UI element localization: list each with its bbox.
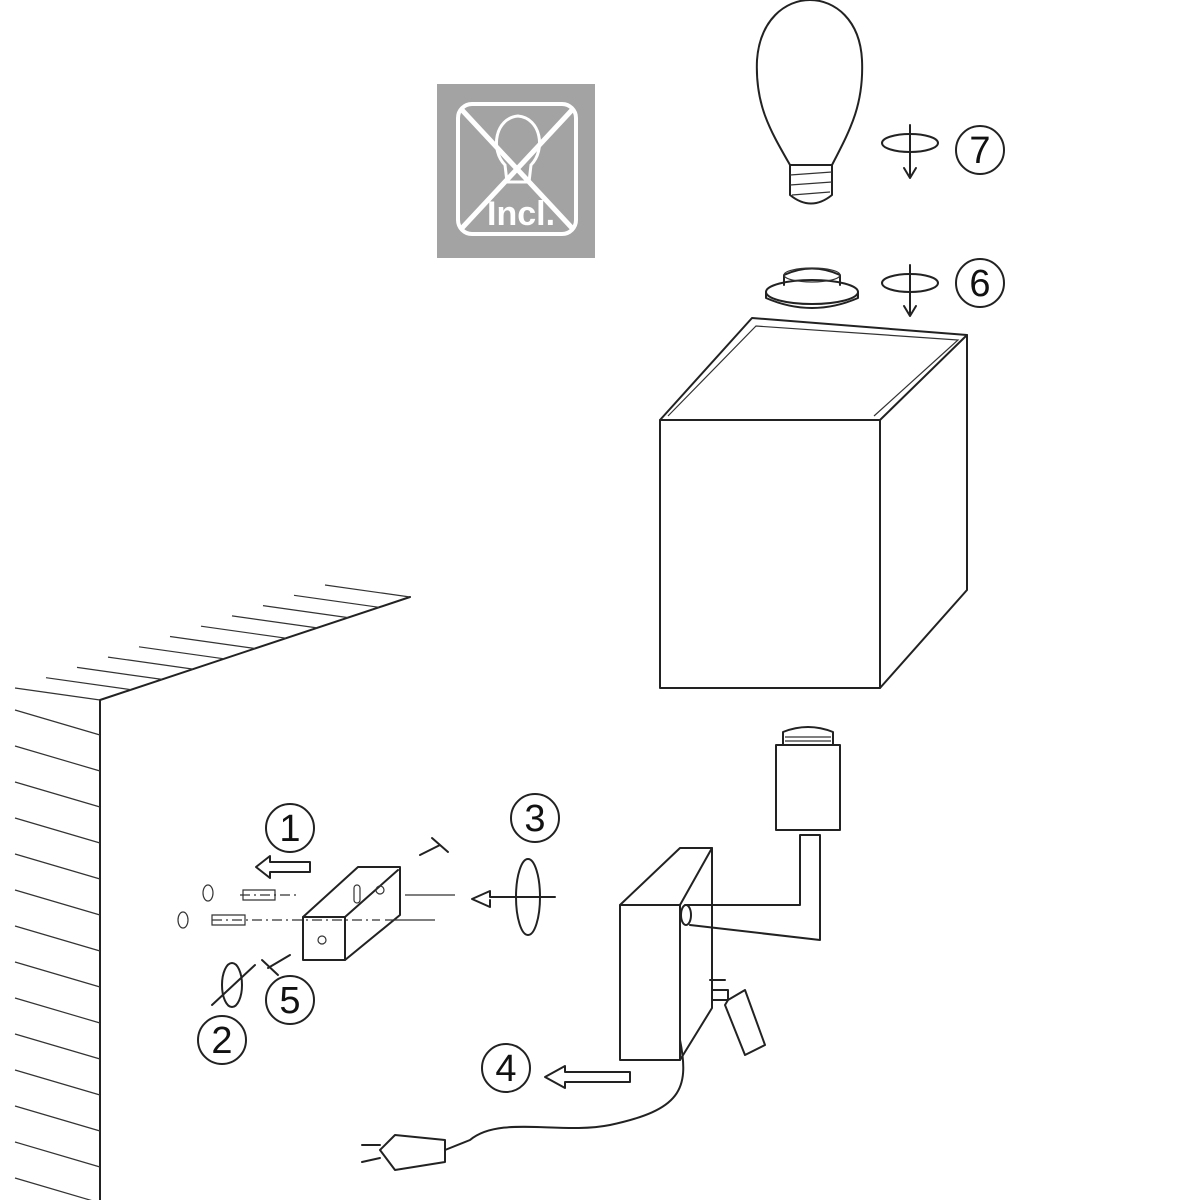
wall-bracket	[177, 837, 455, 976]
wall-hatch-line	[45, 677, 132, 691]
step-label: 2	[211, 1020, 232, 1062]
power-cable-plug	[361, 1039, 685, 1171]
step-label: 4	[495, 1048, 516, 1090]
arrow-left-icon	[544, 1065, 631, 1089]
incl-label: Incl.	[487, 195, 555, 233]
wall-hatch-line	[231, 615, 318, 629]
step-number-2: 2	[197, 1015, 247, 1065]
step-circle	[510, 793, 560, 843]
step-circle	[197, 1015, 247, 1065]
wall-hatch-line	[14, 1105, 101, 1132]
step-label: 5	[279, 980, 300, 1022]
rotate-down-icon	[881, 124, 939, 179]
wall-hatch-line	[76, 666, 163, 680]
step-label: 1	[279, 808, 300, 850]
wall-hatch-line	[14, 889, 101, 916]
wall-hatch-line	[200, 625, 287, 639]
step-circle	[265, 803, 315, 853]
light-bulb	[755, 0, 864, 205]
rotate-arrow-icon	[471, 858, 556, 936]
wall-hatch-line	[169, 635, 256, 650]
step-circle	[265, 975, 315, 1025]
wall-hatch-line	[14, 781, 101, 808]
wall-hatch-line	[138, 646, 225, 660]
wall-hatch-line	[14, 745, 101, 772]
wall-hatch-line	[293, 594, 380, 608]
ring-nut	[765, 267, 859, 309]
wall-hatch-line	[14, 1141, 101, 1168]
step-number-4: 4	[481, 1043, 531, 1093]
wall-hatch-line	[14, 997, 101, 1024]
wall-hatch-line	[262, 605, 349, 619]
step-label: 3	[524, 798, 545, 840]
step-circle	[955, 258, 1005, 308]
step-number-7: 7	[955, 125, 1005, 175]
wall-hatch-line	[14, 925, 101, 952]
step-circle	[955, 125, 1005, 175]
step-label: 7	[969, 130, 990, 172]
wall-hatch-line	[14, 687, 101, 701]
bulb-not-included-icon: Incl.	[437, 84, 595, 258]
wall-hatch-line	[107, 656, 194, 670]
rotate-arrow-icon	[211, 962, 256, 1008]
wall-hatch-line	[14, 817, 101, 844]
wall-hatch-line	[14, 1069, 101, 1096]
wall-hatch-line	[14, 853, 101, 880]
lamp-base	[619, 726, 841, 1061]
step-number-5: 5	[265, 975, 315, 1025]
rotate-down-icon	[881, 264, 939, 317]
wall-hatch-line	[14, 961, 101, 988]
wall-hatch-line	[14, 1033, 101, 1060]
wall-hatch-line	[14, 1177, 92, 1200]
step-circle	[481, 1043, 531, 1093]
step-number-6: 6	[955, 258, 1005, 308]
wall-hatch-line	[324, 584, 411, 598]
wall-hatch-line	[14, 709, 101, 736]
step-label: 6	[969, 263, 990, 305]
wall	[14, 584, 411, 1200]
step-number-3: 3	[510, 793, 560, 843]
step-number-1: 1	[265, 803, 315, 853]
lamp-shade	[659, 317, 968, 689]
